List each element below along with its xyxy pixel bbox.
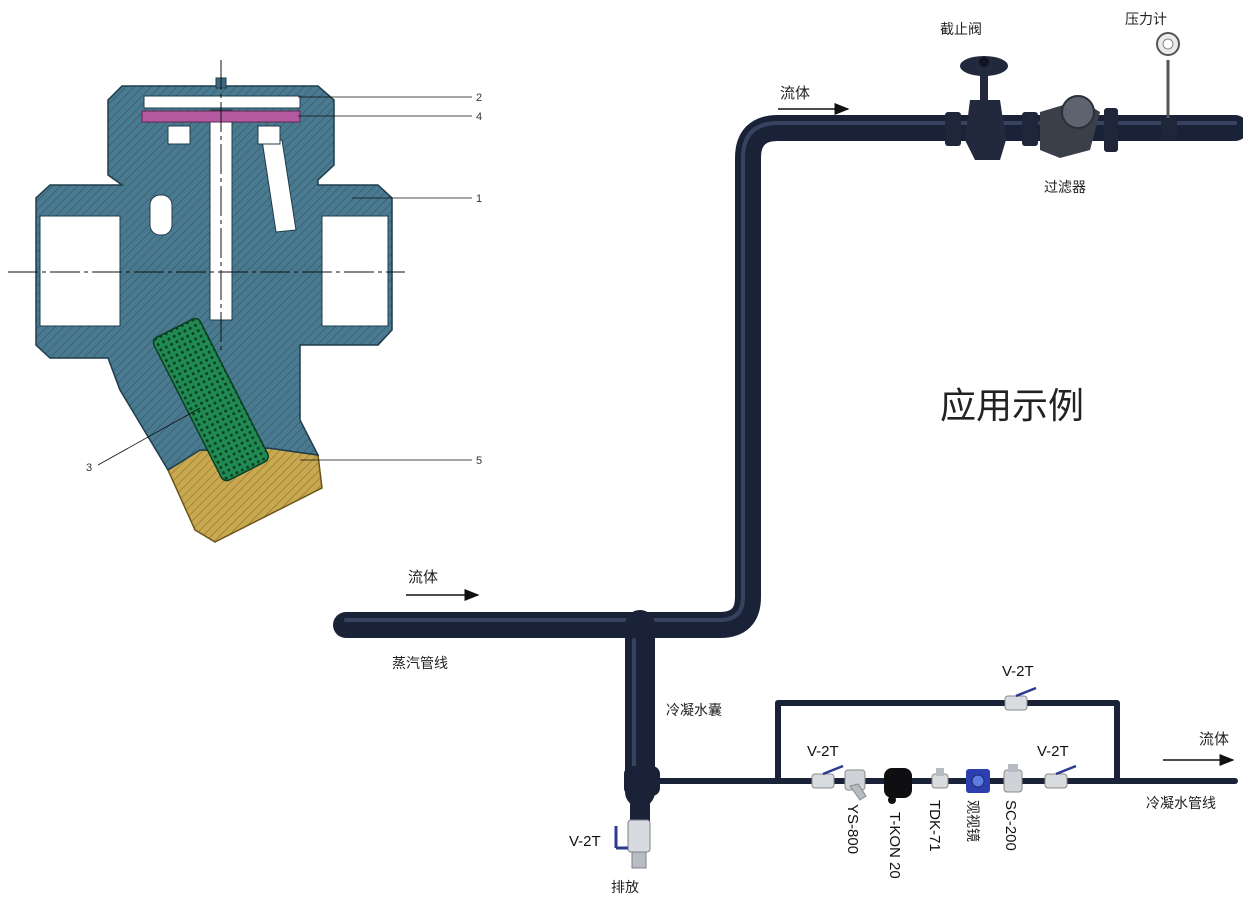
- sight-glass-label: 观视镜: [964, 800, 980, 842]
- callout-2: 2: [476, 92, 482, 104]
- drain-valve: [614, 796, 651, 869]
- bypass-pipe: [775, 700, 1120, 784]
- bypass-valve[interactable]: [1004, 686, 1037, 711]
- tdk-71-label: TDK-71: [926, 800, 943, 852]
- strainer-y[interactable]: [1040, 95, 1118, 158]
- ys-800-strainer[interactable]: [844, 769, 867, 801]
- tdk-71-trap[interactable]: [931, 768, 949, 789]
- flow-label-right: 流体: [1199, 730, 1229, 748]
- drip-tee: [624, 766, 660, 796]
- strainer-label: 过滤器: [1044, 180, 1086, 196]
- v2t-label-inlet: V-2T: [807, 743, 839, 760]
- callout-3: 3: [86, 462, 92, 474]
- t-kon-20-unit[interactable]: [884, 768, 912, 804]
- strainer-screen: [152, 317, 270, 482]
- callout-1: 1: [476, 193, 482, 205]
- drain-label: 排放: [611, 880, 639, 896]
- sc-200-check-valve[interactable]: [1003, 764, 1023, 793]
- v2t-label-outlet: V-2T: [1037, 743, 1069, 760]
- steam-main-pipe: [333, 115, 1243, 638]
- flow-label-top: 流体: [780, 84, 810, 102]
- t-kon-20-label: T-KON 20: [886, 812, 903, 879]
- condensate-pocket-label: 冷凝水囊: [666, 702, 722, 719]
- v2t-label-bypass: V-2T: [1002, 663, 1034, 680]
- pressure-gauge[interactable]: [1156, 32, 1180, 140]
- v2t-label-drain: V-2T: [569, 833, 601, 850]
- outlet-valve[interactable]: [1044, 764, 1077, 789]
- stop-valve[interactable]: [945, 56, 1038, 160]
- steam-line-label: 蒸汽管线: [392, 656, 448, 672]
- inlet-valve[interactable]: [811, 764, 844, 789]
- sc-200-label: SC-200: [1002, 800, 1019, 851]
- ys-800-label: YS-800: [844, 804, 861, 854]
- condensate-line-label: 冷凝水管线: [1146, 796, 1216, 812]
- trap-cross-section: 2 4 1 3 5: [8, 60, 482, 543]
- flow-label-left: 流体: [408, 568, 438, 586]
- pressure-gauge-label: 压力计: [1125, 12, 1167, 28]
- sight-glass[interactable]: [966, 769, 990, 793]
- callout-4: 4: [476, 111, 482, 123]
- stop-valve-label: 截止阀: [940, 22, 982, 38]
- page-title: 应用示例: [940, 386, 1084, 427]
- callout-5: 5: [476, 455, 482, 467]
